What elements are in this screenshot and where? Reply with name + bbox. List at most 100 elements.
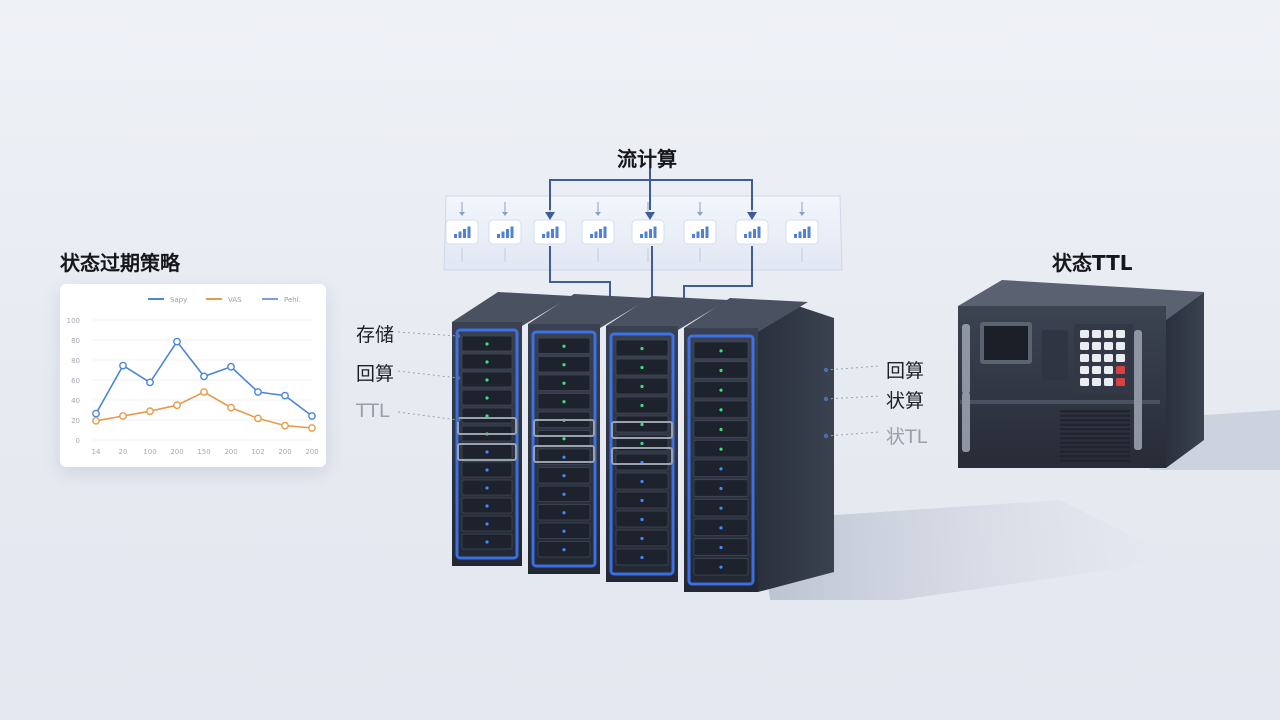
data-point	[146, 407, 154, 416]
x-tick-label: 20	[119, 448, 128, 456]
y-tick-label: 80	[71, 337, 80, 345]
vent-slot	[1060, 441, 1130, 444]
rack-shadow	[760, 500, 1180, 600]
y-tick-label: 20	[71, 417, 80, 425]
state-expiry-policy-heading: 状态过期策略	[60, 251, 180, 275]
keypad-key	[1104, 330, 1113, 338]
data-point	[92, 409, 100, 418]
data-point	[92, 416, 100, 425]
data-point	[200, 388, 208, 396]
vent-slot	[1060, 459, 1130, 462]
data-point	[227, 403, 235, 412]
keypad-key	[1080, 354, 1089, 362]
data-point	[173, 401, 181, 410]
server-rack	[684, 298, 808, 592]
keypad-key	[1092, 330, 1101, 338]
server-rack	[452, 292, 572, 566]
module-icon	[445, 202, 479, 262]
leader-dots	[455, 333, 829, 439]
flow-connectors	[549, 168, 753, 300]
data-point	[254, 388, 262, 396]
module-icon	[488, 202, 522, 262]
vent-slot	[1060, 450, 1130, 453]
keypad-key	[1092, 378, 1101, 386]
vent-slot	[1060, 437, 1130, 440]
keypad-key	[1092, 342, 1101, 350]
keypad-key	[1104, 366, 1113, 374]
y-tick-label: 40	[71, 397, 80, 405]
keypad-key	[1116, 330, 1125, 338]
stream-modules	[445, 202, 819, 262]
leader-lines	[397, 331, 881, 437]
rack-side-panel	[758, 306, 834, 592]
x-tick-label: 200	[305, 448, 318, 456]
x-tick-label: 150	[197, 448, 210, 456]
label-storage: 存储	[356, 324, 395, 346]
label-recompute: 回算	[356, 363, 395, 385]
x-tick-label: 100	[143, 448, 156, 456]
x-tick-label: 102	[251, 448, 264, 456]
server-rack	[528, 294, 650, 574]
legend-label: Pehl.	[284, 296, 301, 304]
line-chart-svg: 0 20 40 60 80 80 100 14 20 100 200 150 200 102 200 200 S…	[67, 296, 319, 456]
keypad-key	[1116, 342, 1125, 350]
y-tick-label: 100	[67, 317, 80, 325]
label-ttl: TTL	[356, 400, 390, 422]
keypad-key	[1080, 342, 1089, 350]
data-point	[146, 378, 154, 387]
data-point	[227, 362, 235, 371]
module-icon	[735, 202, 769, 262]
vent-slot	[1060, 419, 1130, 422]
data-point	[200, 372, 208, 381]
label-right-state-ttl: 状TL	[886, 426, 928, 448]
data-point	[308, 424, 316, 432]
flow-arrowheads	[545, 212, 757, 220]
data-point	[173, 337, 181, 346]
module-icon	[785, 202, 819, 262]
data-point	[254, 414, 262, 423]
vent-slot	[1060, 410, 1130, 413]
keypad-key	[1104, 342, 1113, 350]
keypad-key	[1080, 366, 1089, 374]
vent-slot	[1060, 428, 1130, 431]
keypad-key	[1092, 354, 1101, 362]
module-icon	[683, 202, 717, 262]
keypad-key	[1092, 366, 1101, 374]
legend-label: VAS	[228, 296, 242, 304]
vent-slot	[1060, 423, 1130, 426]
x-tick-label: 200	[224, 448, 237, 456]
data-point	[119, 361, 127, 370]
server-racks	[452, 292, 834, 592]
data-point	[119, 412, 127, 420]
vent-slot	[1060, 455, 1130, 458]
ttl-device	[958, 280, 1204, 468]
y-tick-label: 0	[76, 437, 80, 445]
y-tick-label: 80	[71, 357, 80, 365]
module-icon	[581, 202, 615, 262]
keypad-key	[1116, 378, 1125, 386]
keypad-key	[1116, 354, 1125, 362]
legend-label: Sapy	[170, 296, 187, 304]
keypad-key	[1080, 330, 1089, 338]
label-right-state-compute: 状算	[886, 390, 925, 412]
vent-slot	[1060, 446, 1130, 449]
keypad-key	[1104, 354, 1113, 362]
label-right-recompute: 回算	[886, 360, 925, 382]
state-ttl-heading: 状态TTL	[1052, 251, 1133, 275]
x-tick-label: 200	[278, 448, 291, 456]
y-tick-label: 60	[71, 377, 80, 385]
keypad-key	[1116, 366, 1125, 374]
data-point	[308, 412, 316, 420]
series-line	[95, 391, 313, 429]
vent-slot	[1060, 432, 1130, 435]
data-point	[281, 391, 289, 400]
stream-compute-heading: 流计算	[617, 147, 677, 171]
vent-slot	[1060, 414, 1130, 417]
keypad-key	[1080, 378, 1089, 386]
x-tick-label: 200	[170, 448, 183, 456]
server-rack	[606, 296, 728, 582]
device-vent	[1060, 410, 1130, 462]
x-tick-label: 14	[92, 448, 101, 456]
keypad-key	[1104, 378, 1113, 386]
